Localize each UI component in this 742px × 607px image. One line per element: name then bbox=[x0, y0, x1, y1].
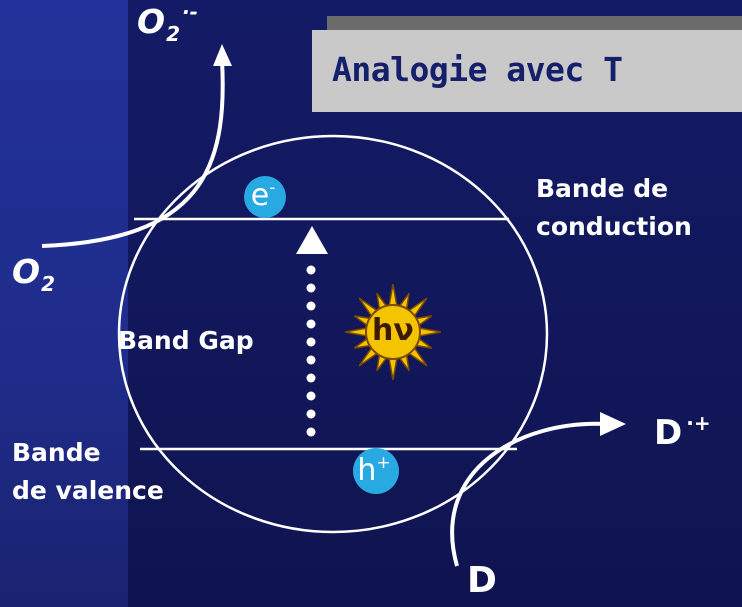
conduction-band-label: Bande de conduction bbox=[536, 170, 692, 246]
hole-label: h+ bbox=[354, 451, 394, 495]
superoxide-label: O2·- bbox=[137, 0, 198, 46]
oxygen-reduction-arrowhead bbox=[213, 44, 232, 66]
sun-icon bbox=[344, 283, 442, 381]
electron-label: e- bbox=[243, 176, 283, 220]
donor-oxidation-arrowhead bbox=[600, 412, 626, 436]
valence-band-line2: de valence bbox=[12, 476, 164, 505]
hole-circle bbox=[353, 448, 399, 494]
oxygen-symbol: O bbox=[12, 252, 41, 291]
sun-ray bbox=[344, 326, 370, 338]
superoxide-subscript: 2 bbox=[166, 22, 180, 46]
superoxide-charge: ·- bbox=[181, 0, 198, 24]
background-left-panel bbox=[0, 0, 128, 607]
oxygen-label: O2 bbox=[12, 252, 55, 296]
superoxide-symbol: O bbox=[137, 2, 166, 41]
valence-band-label: Bande de valence bbox=[12, 434, 164, 510]
sun-ray bbox=[387, 283, 399, 309]
oxygen-reduction-arrow bbox=[41, 59, 225, 248]
electron-symbol: e bbox=[250, 178, 270, 213]
valence-band-line1: Bande bbox=[12, 438, 101, 467]
slide-title: Analogie avec T bbox=[332, 50, 623, 89]
electron-circle bbox=[244, 176, 286, 218]
band-gap-arrowhead bbox=[296, 226, 328, 254]
band-gap-dotted-arrow bbox=[296, 226, 328, 437]
photon-label: hν bbox=[372, 313, 414, 348]
donor-radical-charge: ·+ bbox=[686, 411, 711, 435]
conduction-band-line1: Bande de bbox=[536, 174, 669, 203]
conduction-band-line2: conduction bbox=[536, 212, 692, 241]
oxygen-subscript: 2 bbox=[41, 272, 55, 296]
sun-ray bbox=[387, 355, 399, 381]
donor-label: D bbox=[467, 560, 497, 601]
hole-charge: + bbox=[376, 453, 391, 473]
electron-charge: - bbox=[269, 178, 276, 198]
sun-ray bbox=[416, 326, 442, 338]
donor-radical-label: D·+ bbox=[654, 411, 711, 453]
particle-circle bbox=[117, 134, 549, 534]
hole-symbol: h bbox=[357, 453, 377, 488]
donor-radical-symbol: D bbox=[654, 413, 683, 453]
title-box: Analogie avec T bbox=[312, 30, 742, 112]
donor-oxidation-arrow bbox=[450, 421, 607, 567]
band-gap-label: Band Gap bbox=[118, 326, 254, 355]
